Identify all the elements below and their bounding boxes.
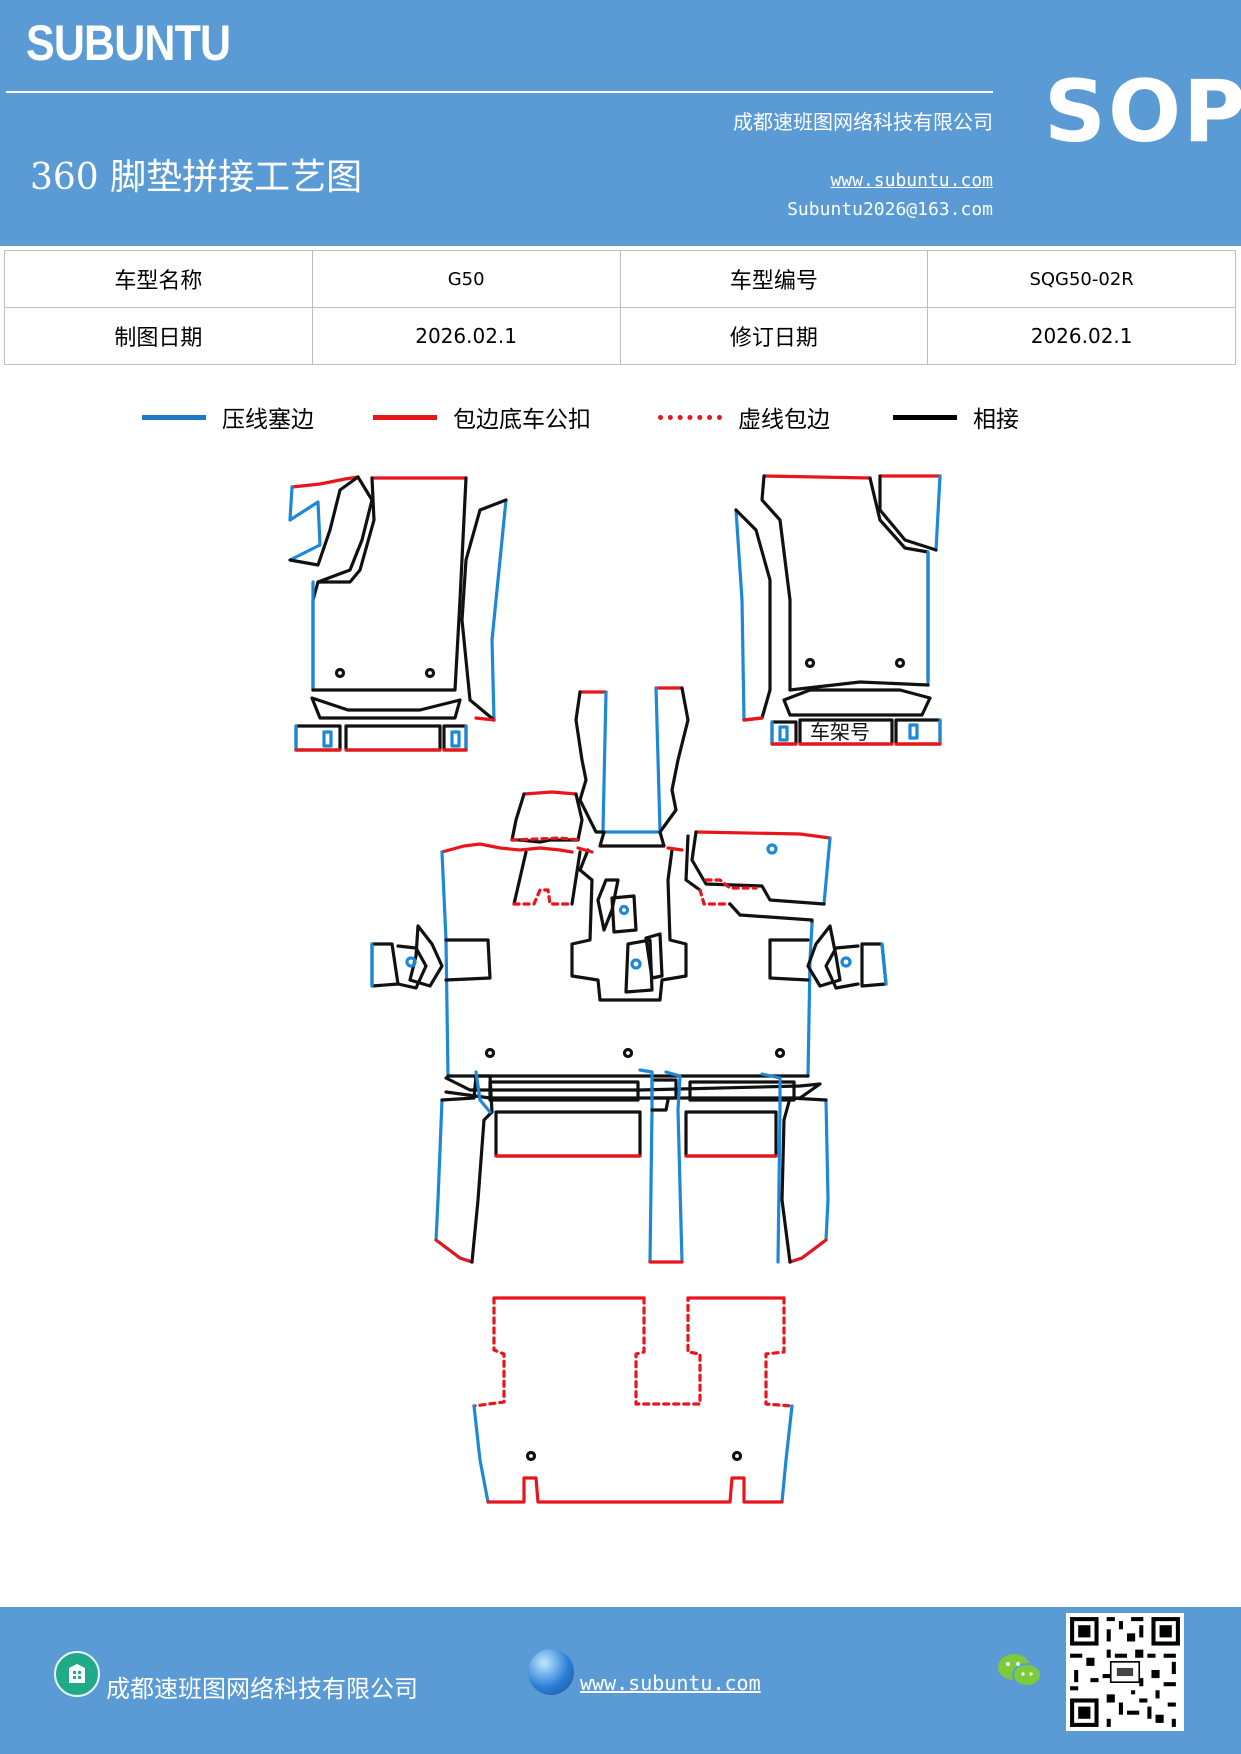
- center-tunnel-mat: [570, 686, 690, 1002]
- legend-item-press-line: 压线塞边: [142, 392, 314, 442]
- third-row-mat: [472, 1296, 794, 1504]
- passenger-front-mat: [734, 474, 942, 746]
- wechat-icon[interactable]: [996, 1651, 1044, 1691]
- header-website-link[interactable]: www.subuntu.com: [830, 170, 993, 191]
- second-row-main-mat: [370, 842, 888, 1102]
- drawing-date-label: 制图日期: [4, 307, 313, 365]
- document-title: 360 脚垫拼接工艺图: [30, 157, 363, 198]
- right-tunnel-flap: [684, 830, 832, 926]
- revision-date-value: 2026.02.1: [927, 307, 1236, 365]
- table-row: 制图日期 2026.02.1 修订日期 2026.02.1: [4, 307, 1236, 365]
- legend-label: 相接: [973, 407, 1019, 433]
- drawing-date-value: 2026.02.1: [311, 307, 621, 365]
- legend: 压线塞边 包边底车公扣 虚线包边 相接: [0, 392, 1241, 442]
- left-tunnel-flap: [510, 790, 584, 906]
- header-divider: [6, 91, 993, 93]
- second-row-leg-pieces: [434, 1068, 830, 1264]
- qr-code-pattern: [1066, 1613, 1184, 1731]
- legend-swatch-red-dotted: [658, 414, 722, 420]
- legend-label: 虚线包边: [738, 407, 830, 433]
- footer-website-link[interactable]: www.subuntu.com: [580, 1671, 761, 1695]
- legend-item-edge-wrap: 包边底车公扣: [373, 392, 591, 442]
- wechat-icon-glyph: [998, 1654, 1042, 1687]
- legend-swatch-black: [893, 414, 957, 420]
- brand-logo: SUBUNTU: [26, 15, 231, 71]
- header-email: Subuntu2026@163.com: [787, 199, 993, 220]
- header-banner: SUBUNTU SOP 360 脚垫拼接工艺图 成都速班图网络科技有限公司 ww…: [0, 0, 1241, 246]
- footer-company-name: 成都速班图网络科技有限公司: [106, 1675, 418, 1703]
- table-row: 车型名称 G50 车型编号 SQG50-02R: [4, 250, 1236, 308]
- frame-number-label: 车架号: [810, 720, 870, 744]
- legend-item-join: 相接: [893, 392, 1019, 442]
- model-code-value: SQG50-02R: [927, 250, 1236, 308]
- revision-date-label: 修订日期: [619, 307, 929, 365]
- legend-item-dotted-wrap: 虚线包边: [658, 392, 830, 442]
- driver-front-mat: [288, 475, 508, 752]
- sop-badge: SOP: [1044, 62, 1241, 162]
- building-icon-glyph: [69, 1664, 85, 1683]
- model-name-label: 车型名称: [4, 250, 313, 308]
- legend-swatch-blue: [142, 414, 206, 420]
- legend-label: 包边底车公扣: [453, 407, 591, 433]
- header-company-name: 成都速班图网络科技有限公司: [733, 110, 993, 134]
- model-code-label: 车型编号: [619, 250, 929, 308]
- footer-banner: 成都速班图网络科技有限公司 www.subuntu.com: [0, 1607, 1241, 1754]
- legend-swatch-red: [373, 414, 437, 420]
- model-name-value: G50: [311, 250, 621, 308]
- building-icon: [54, 1651, 100, 1697]
- legend-label: 压线塞边: [222, 407, 314, 433]
- qr-code[interactable]: [1066, 1613, 1184, 1731]
- globe-icon: [528, 1649, 574, 1695]
- vehicle-info-table: 车型名称 G50 车型编号 SQG50-02R 制图日期 2026.02.1 修…: [4, 250, 1236, 365]
